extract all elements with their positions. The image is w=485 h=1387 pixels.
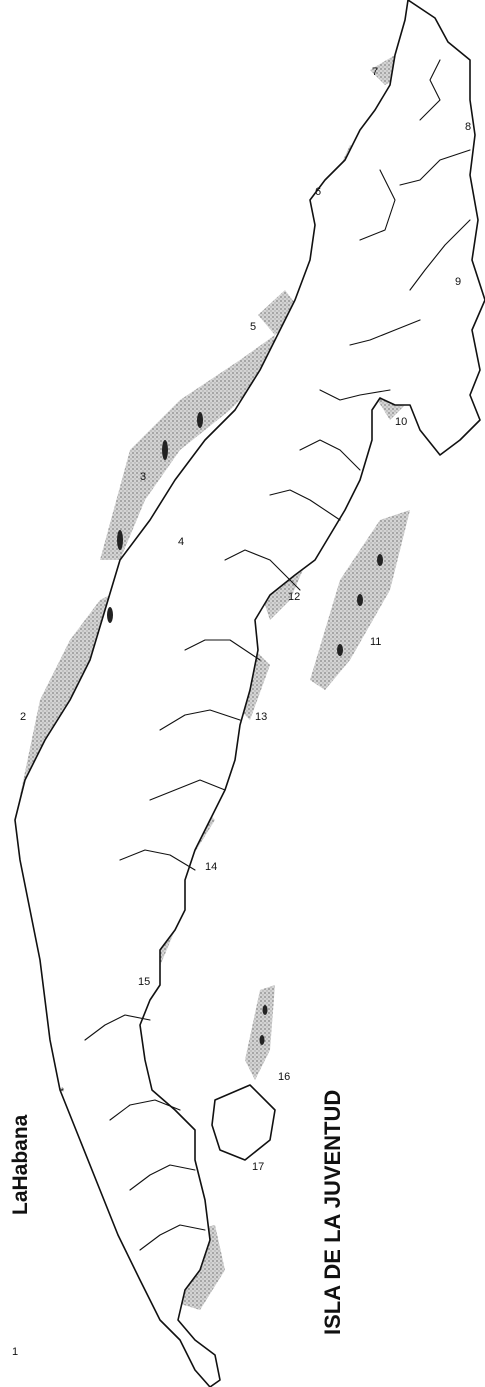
- region-label-7: 7: [372, 66, 378, 78]
- region-label-1: 1: [12, 1346, 18, 1358]
- shaded-area-3: [100, 335, 275, 560]
- region-label-3: 3: [140, 471, 146, 483]
- cays: [107, 412, 383, 1045]
- capital-marker: *: [60, 1086, 65, 1098]
- region-label-5: 5: [250, 321, 256, 333]
- region-label-11: 11: [370, 636, 381, 648]
- region-label-16: 16: [278, 1071, 290, 1083]
- isla-de-la-juventud: [211, 1084, 276, 1161]
- region-label-14: 14: [205, 861, 217, 873]
- region-label-4: 4: [178, 536, 184, 548]
- region-label-9: 9: [455, 276, 461, 288]
- region-label-12: 12: [288, 591, 300, 603]
- rivers: [84, 59, 471, 1251]
- region-label-17: 17: [252, 1161, 264, 1173]
- cuba-coastline: [14, 0, 485, 1387]
- region-labels: 1 2 3 4 5 6 7 8 9 10 11 12 13 14 15 16 1…: [12, 66, 471, 1358]
- island-label-isla-de-la-juventud: ISLA DE LA JUVENTUD: [320, 1090, 345, 1335]
- shaded-area-5: [258, 290, 300, 335]
- city-label-la-habana: LaHabana: [9, 1114, 32, 1215]
- region-label-2: 2: [20, 711, 26, 723]
- region-label-15: 15: [138, 976, 150, 988]
- region-label-13: 13: [255, 711, 267, 723]
- region-label-10: 10: [395, 416, 407, 428]
- region-label-8: 8: [465, 121, 471, 133]
- shaded-area-16: [245, 985, 275, 1080]
- region-label-6: 6: [315, 186, 321, 198]
